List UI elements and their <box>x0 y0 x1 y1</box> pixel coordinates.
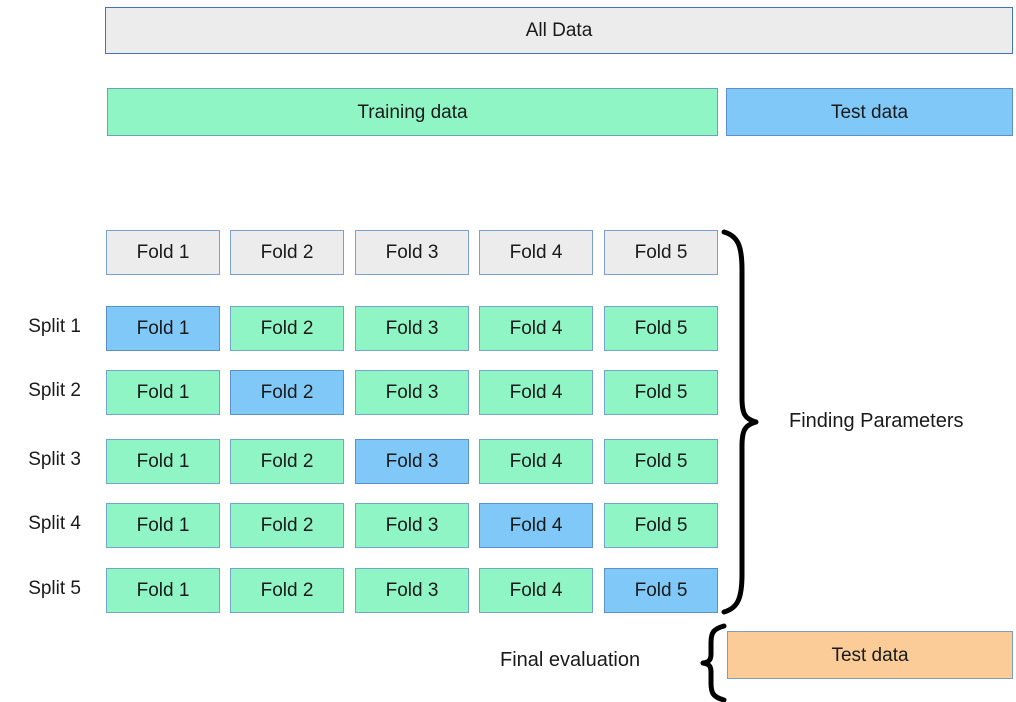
fold-cell: Fold 4 <box>479 568 593 613</box>
fold-cell-label: Fold 2 <box>260 382 314 403</box>
fold-cell: Fold 4 <box>479 370 593 415</box>
fold-cell: Fold 5 <box>604 439 718 484</box>
fold-cell: Fold 3 <box>355 439 469 484</box>
fold-cell: Fold 2 <box>230 439 344 484</box>
fold-cell-label: Fold 2 <box>260 318 314 339</box>
fold-cell-label: Fold 5 <box>634 580 688 601</box>
fold-cell: Fold 4 <box>479 503 593 548</box>
fold-cell: Fold 1 <box>106 306 220 351</box>
test-data-box: Test data <box>726 88 1013 136</box>
fold-cell-label: Fold 1 <box>136 515 190 536</box>
fold-header-label: Fold 1 <box>136 242 190 263</box>
final-evaluation-brace <box>700 623 727 702</box>
fold-cell-label: Fold 1 <box>136 318 190 339</box>
split-row-label: Split 1 <box>28 316 81 337</box>
fold-cell: Fold 2 <box>230 568 344 613</box>
fold-cell-label: Fold 1 <box>136 451 190 472</box>
fold-cell: Fold 4 <box>479 439 593 484</box>
fold-cell-label: Fold 4 <box>509 515 563 536</box>
fold-header-label: Fold 2 <box>260 242 314 263</box>
final-test-data-label: Test data <box>831 644 909 666</box>
finding-parameters-brace <box>721 229 759 615</box>
fold-cell-label: Fold 3 <box>385 318 439 339</box>
fold-cell: Fold 1 <box>106 568 220 613</box>
fold-cell-label: Fold 2 <box>260 451 314 472</box>
fold-cell-label: Fold 4 <box>509 451 563 472</box>
fold-header-label: Fold 5 <box>634 242 688 263</box>
fold-cell-label: Fold 3 <box>385 515 439 536</box>
split-row-label: Split 4 <box>28 513 81 534</box>
fold-cell: Fold 5 <box>604 370 718 415</box>
fold-cell: Fold 3 <box>355 568 469 613</box>
fold-cell-label: Fold 2 <box>260 580 314 601</box>
fold-cell-label: Fold 3 <box>385 451 439 472</box>
fold-header-label: Fold 3 <box>385 242 439 263</box>
fold-cell: Fold 1 <box>106 370 220 415</box>
fold-cell-label: Fold 3 <box>385 382 439 403</box>
fold-cell-label: Fold 3 <box>385 580 439 601</box>
fold-cell: Fold 2 <box>230 306 344 351</box>
fold-cell: Fold 5 <box>604 503 718 548</box>
fold-header-cell: Fold 1 <box>106 230 220 275</box>
split-row-label: Split 5 <box>28 578 81 599</box>
fold-cell-label: Fold 1 <box>136 580 190 601</box>
final-evaluation-label: Final evaluation <box>500 649 641 671</box>
fold-cell-label: Fold 1 <box>136 382 190 403</box>
fold-cell: Fold 3 <box>355 306 469 351</box>
fold-cell: Fold 1 <box>106 439 220 484</box>
training-data-box: Training data <box>107 88 718 136</box>
fold-cell: Fold 4 <box>479 306 593 351</box>
fold-cell-label: Fold 5 <box>634 318 688 339</box>
fold-cell-label: Fold 4 <box>509 318 563 339</box>
fold-cell-label: Fold 4 <box>509 580 563 601</box>
training-data-label: Training data <box>357 101 468 123</box>
fold-cell-label: Fold 5 <box>634 451 688 472</box>
fold-header-cell: Fold 4 <box>479 230 593 275</box>
fold-cell-label: Fold 2 <box>260 515 314 536</box>
fold-header-cell: Fold 2 <box>230 230 344 275</box>
fold-cell: Fold 5 <box>604 306 718 351</box>
finding-parameters-label: Finding Parameters <box>789 410 964 432</box>
fold-cell: Fold 2 <box>230 503 344 548</box>
split-row-label: Split 2 <box>28 380 81 401</box>
fold-header-cell: Fold 5 <box>604 230 718 275</box>
fold-cell-label: Fold 5 <box>634 382 688 403</box>
fold-cell: Fold 2 <box>230 370 344 415</box>
split-row-label: Split 3 <box>28 449 81 470</box>
fold-cell: Fold 3 <box>355 370 469 415</box>
all-data-label: All Data <box>525 20 593 41</box>
fold-header-label: Fold 4 <box>509 242 563 263</box>
fold-cell: Fold 1 <box>106 503 220 548</box>
fold-cell-label: Fold 4 <box>509 382 563 403</box>
fold-header-cell: Fold 3 <box>355 230 469 275</box>
fold-cell: Fold 3 <box>355 503 469 548</box>
all-data-box: All Data <box>105 7 1013 54</box>
fold-cell: Fold 5 <box>604 568 718 613</box>
test-data-label: Test data <box>830 101 909 123</box>
final-test-data-box: Test data <box>727 631 1013 679</box>
fold-cell-label: Fold 5 <box>634 515 688 536</box>
